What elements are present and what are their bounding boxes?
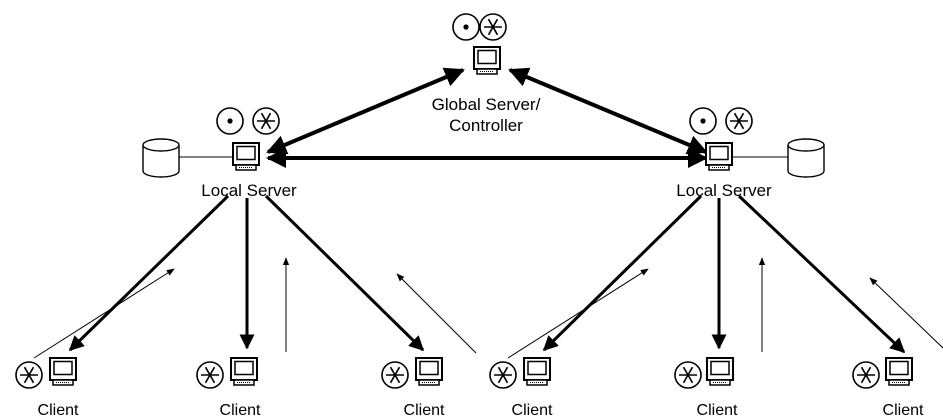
camera-asterisk-icon bbox=[489, 361, 517, 389]
monitor-icon bbox=[49, 357, 77, 386]
client-node: Client bbox=[674, 357, 738, 419]
client-node: Client bbox=[381, 357, 445, 419]
link-left-server-to-client-3 bbox=[264, 194, 425, 352]
camera-asterisk-icon bbox=[479, 13, 507, 41]
monitor-icon bbox=[232, 142, 260, 171]
local-server-left-node: Local Server bbox=[142, 107, 297, 200]
client-label: Client bbox=[220, 402, 261, 419]
global-server-label-line1: Global Server/ bbox=[432, 95, 541, 114]
uplink-client-3 bbox=[396, 273, 477, 354]
monitor-icon bbox=[706, 357, 734, 386]
camera-dot-icon bbox=[452, 13, 480, 41]
local-server-right-label: Local Server bbox=[676, 181, 772, 200]
local-server-right-node: Local Server bbox=[676, 107, 825, 200]
monitor-icon bbox=[523, 357, 551, 386]
camera-asterisk-icon bbox=[725, 107, 753, 135]
monitor-icon bbox=[885, 357, 913, 386]
link-right-server-to-client-4 bbox=[542, 194, 703, 352]
database-icon bbox=[787, 138, 825, 178]
client-node: Client bbox=[196, 357, 261, 419]
monitor-icon bbox=[415, 357, 443, 386]
camera-dot-icon bbox=[216, 107, 244, 135]
camera-asterisk-icon bbox=[674, 361, 702, 389]
camera-dot-icon bbox=[689, 107, 717, 135]
global-server-label-line2: Controller bbox=[449, 116, 523, 135]
camera-asterisk-icon bbox=[196, 361, 224, 389]
link-right-server-to-client-6 bbox=[737, 194, 906, 354]
uplink-client-4 bbox=[507, 268, 649, 359]
uplink-client-6 bbox=[869, 277, 943, 349]
monitor-icon bbox=[473, 46, 501, 75]
client-label: Client bbox=[512, 402, 553, 419]
camera-asterisk-icon bbox=[852, 361, 880, 389]
database-icon bbox=[142, 138, 180, 178]
client-node: Client bbox=[15, 357, 79, 419]
client-node: Client bbox=[852, 357, 924, 419]
link-global-to-left-server bbox=[266, 67, 465, 155]
camera-asterisk-icon bbox=[15, 361, 43, 389]
client-label: Client bbox=[38, 402, 79, 419]
global-server-node: Global Server/ Controller bbox=[432, 13, 541, 135]
link-global-to-right-server bbox=[508, 67, 708, 155]
local-server-left-label: Local Server bbox=[201, 181, 297, 200]
monitor-icon bbox=[705, 142, 733, 171]
client-label: Client bbox=[883, 402, 924, 419]
camera-asterisk-icon bbox=[252, 107, 280, 135]
link-left-server-to-client-1 bbox=[68, 194, 230, 352]
monitor-icon bbox=[230, 357, 258, 386]
connections bbox=[33, 67, 943, 359]
client-label: Client bbox=[697, 402, 738, 419]
client-label: Client bbox=[404, 402, 445, 419]
uplink-client-1 bbox=[33, 268, 175, 359]
client-node: Client bbox=[489, 357, 553, 419]
camera-asterisk-icon bbox=[381, 361, 409, 389]
